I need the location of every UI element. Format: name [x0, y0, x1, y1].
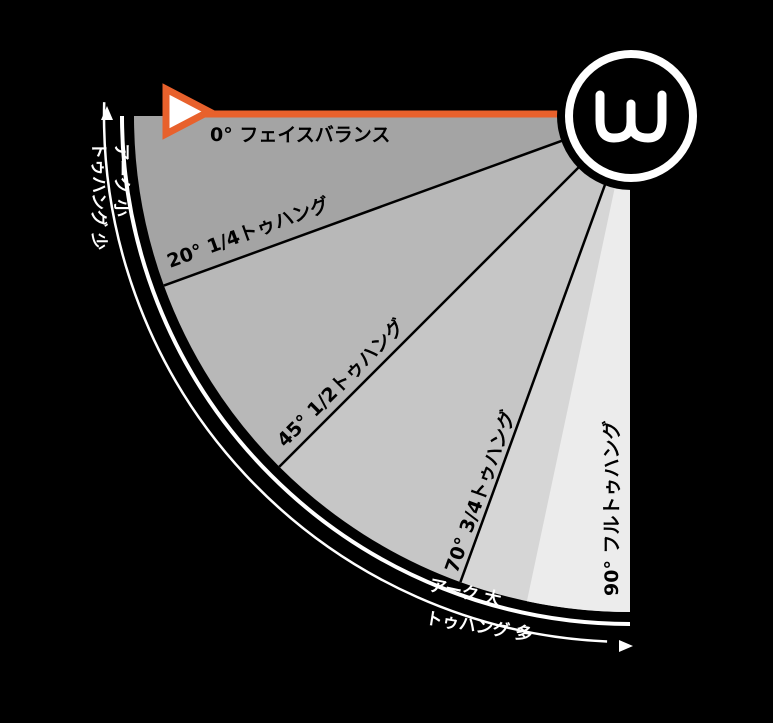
- segment-label-90-deg: 90° フルトゥハング: [600, 420, 623, 596]
- divider-lines: [163, 114, 632, 583]
- segment-label-0-deg: 0° フェイスバランス: [210, 124, 390, 146]
- orange-triangle-pointer-icon: [162, 83, 217, 140]
- sector-45-deg: [279, 116, 630, 583]
- brand-logo-icon: [557, 42, 705, 190]
- small-arc-label: アーク 小: [111, 144, 131, 217]
- sector-0-deg: [134, 116, 630, 286]
- divider-20-deg: [163, 114, 631, 287]
- outer-white-arc: [102, 102, 608, 643]
- sector-20-deg: [163, 116, 630, 467]
- divider-45-deg: [278, 115, 631, 468]
- sector-90-deg-wedge: [526, 116, 630, 612]
- right-arrow-icon: [619, 640, 633, 652]
- up-arrow-icon: [101, 106, 113, 120]
- outer-arcs: [102, 102, 631, 643]
- sectors: [134, 116, 630, 612]
- divider-70-deg: [459, 115, 632, 583]
- less-toe-hang-label: トゥハング 少: [88, 142, 109, 250]
- inner-white-arc: [120, 115, 631, 626]
